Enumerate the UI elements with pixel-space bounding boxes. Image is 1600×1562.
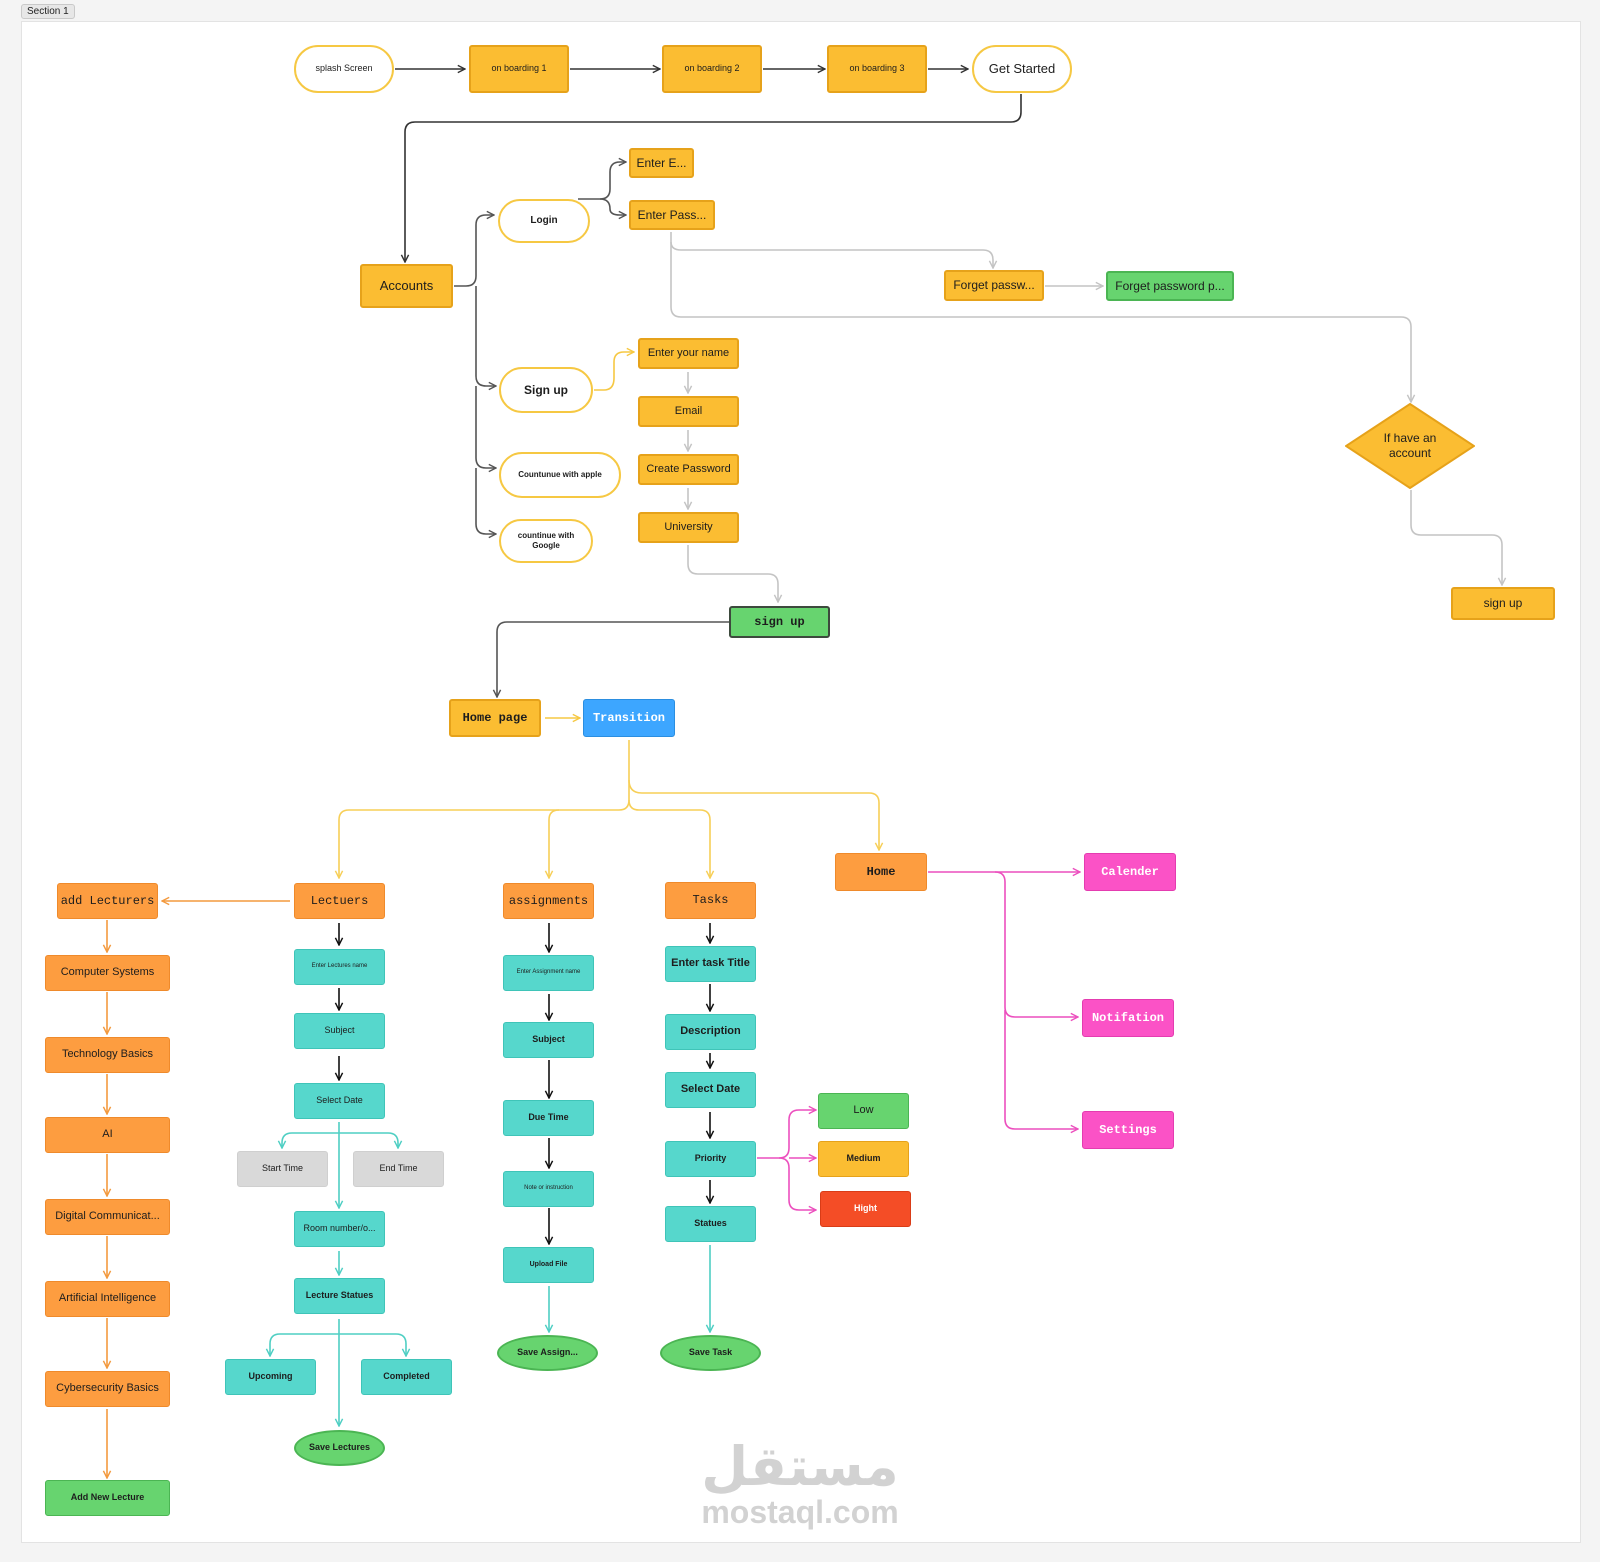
home-node[interactable]: Home bbox=[835, 853, 927, 891]
watermark-latin: mostaql.com bbox=[701, 1494, 899, 1530]
task-title-node[interactable]: Enter task Title bbox=[665, 946, 756, 982]
enter-email-node[interactable]: Enter E... bbox=[629, 148, 694, 178]
cybersecurity-basics-node[interactable]: Cybersecurity Basics bbox=[45, 1371, 170, 1407]
lecture-name-node[interactable]: Enter Lectures name bbox=[294, 949, 385, 985]
email-node[interactable]: Email bbox=[638, 396, 739, 427]
signup-green-node[interactable]: sign up bbox=[729, 606, 830, 638]
priority-medium-node[interactable]: Medium bbox=[818, 1141, 909, 1177]
priority-low-node[interactable]: Low bbox=[818, 1093, 909, 1129]
get-started-node[interactable]: Get Started bbox=[972, 45, 1072, 93]
accounts-node[interactable]: Accounts bbox=[360, 264, 453, 308]
priority-node[interactable]: Priority bbox=[665, 1141, 756, 1177]
priority-hight-node[interactable]: Hight bbox=[820, 1191, 911, 1227]
transition-node[interactable]: Transition bbox=[583, 699, 675, 737]
lecture-statues-node[interactable]: Lecture Statues bbox=[294, 1278, 385, 1314]
signup-node[interactable]: Sign up bbox=[499, 367, 593, 413]
task-select-date-node[interactable]: Select Date bbox=[665, 1072, 756, 1108]
splash-screen-node[interactable]: splash Screen bbox=[294, 45, 394, 93]
statues-node[interactable]: Statues bbox=[665, 1206, 756, 1242]
signup-right-node[interactable]: sign up bbox=[1451, 587, 1555, 620]
notifation-node[interactable]: Notifation bbox=[1082, 999, 1174, 1037]
continue-google-node[interactable]: countinue with Google bbox=[499, 519, 593, 563]
description-node[interactable]: Description bbox=[665, 1014, 756, 1050]
enter-password-node[interactable]: Enter Pass... bbox=[629, 200, 715, 230]
settings-node[interactable]: Settings bbox=[1082, 1111, 1174, 1149]
artificial-intelligence-node[interactable]: Artificial Intelligence bbox=[45, 1281, 170, 1317]
assignment-name-node[interactable]: Enter Assignment name bbox=[503, 955, 594, 991]
add-new-lecture-node[interactable]: Add New Lecture bbox=[45, 1480, 170, 1516]
watermark-arabic: مستقل bbox=[701, 1435, 899, 1498]
login-node[interactable]: Login bbox=[498, 199, 590, 243]
create-password-node[interactable]: Create Password bbox=[638, 454, 739, 485]
decision-diamond bbox=[1345, 403, 1475, 489]
onboarding-2-node[interactable]: on boarding 2 bbox=[662, 45, 762, 93]
completed-node[interactable]: Completed bbox=[361, 1359, 452, 1395]
start-time-node[interactable]: Start Time bbox=[237, 1151, 328, 1187]
end-time-node[interactable]: End Time bbox=[353, 1151, 444, 1187]
lectuers-node[interactable]: Lectuers bbox=[294, 883, 385, 919]
save-assignment-node[interactable]: Save Assign... bbox=[497, 1335, 598, 1371]
enter-name-node[interactable]: Enter your name bbox=[638, 338, 739, 369]
add-lecturers-node[interactable]: add Lecturers bbox=[57, 883, 158, 919]
lecture-select-date-node[interactable]: Select Date bbox=[294, 1083, 385, 1119]
onboarding-3-node[interactable]: on boarding 3 bbox=[827, 45, 927, 93]
onboarding-1-node[interactable]: on boarding 1 bbox=[469, 45, 569, 93]
room-number-node[interactable]: Room number/o... bbox=[294, 1211, 385, 1247]
forget-password-node[interactable]: Forget passw... bbox=[944, 270, 1044, 301]
assignments-node[interactable]: assignments bbox=[503, 883, 594, 919]
home-page-node[interactable]: Home page bbox=[449, 699, 541, 737]
calender-node[interactable]: Calender bbox=[1084, 853, 1176, 891]
due-time-node[interactable]: Due Time bbox=[503, 1100, 594, 1136]
decision-label: If have an account bbox=[1383, 431, 1437, 460]
technology-basics-node[interactable]: Technology Basics bbox=[45, 1037, 170, 1073]
assignment-subject-node[interactable]: Subject bbox=[503, 1022, 594, 1058]
section-label: Section 1 bbox=[21, 4, 75, 19]
tasks-node[interactable]: Tasks bbox=[665, 882, 756, 919]
university-node[interactable]: University bbox=[638, 512, 739, 543]
note-instruction-node[interactable]: Note or instruction bbox=[503, 1171, 594, 1207]
diagram-canvas bbox=[21, 21, 1581, 1543]
save-lectures-node[interactable]: Save Lectures bbox=[294, 1430, 385, 1466]
save-task-node[interactable]: Save Task bbox=[660, 1335, 761, 1371]
computer-systems-node[interactable]: Computer Systems bbox=[45, 955, 170, 991]
continue-apple-node[interactable]: Countunue with apple bbox=[499, 452, 621, 498]
digital-communication-node[interactable]: Digital Communicat... bbox=[45, 1199, 170, 1235]
upcoming-node[interactable]: Upcoming bbox=[225, 1359, 316, 1395]
ai-node[interactable]: AI bbox=[45, 1117, 170, 1153]
forget-password-page-node[interactable]: Forget password p... bbox=[1106, 271, 1234, 301]
lecture-subject-node[interactable]: Subject bbox=[294, 1013, 385, 1049]
upload-file-node[interactable]: Upload File bbox=[503, 1247, 594, 1283]
